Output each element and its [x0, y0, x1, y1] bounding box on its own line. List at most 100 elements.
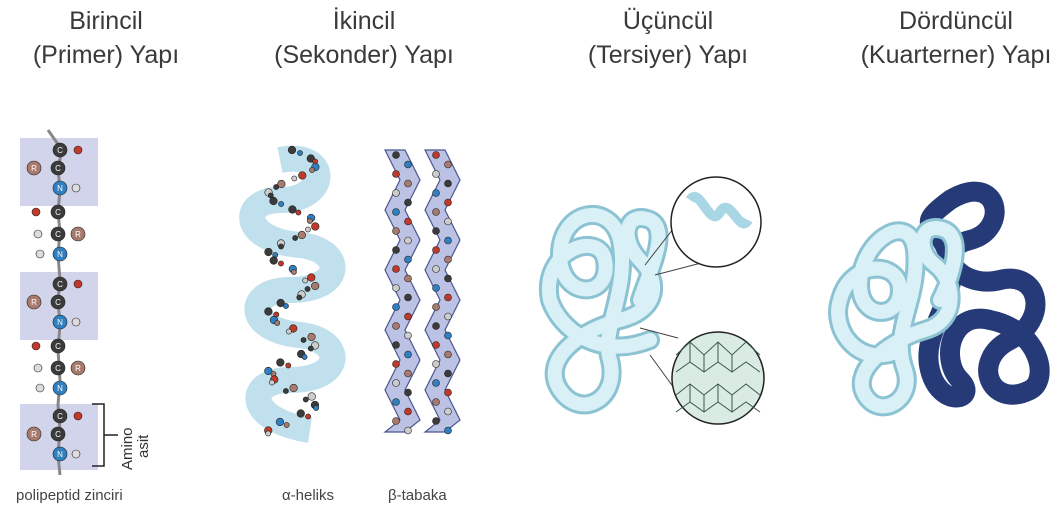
atom-icon — [314, 405, 319, 410]
atom-icon — [278, 261, 283, 266]
atom-icon — [393, 247, 400, 254]
atom-icon — [405, 218, 412, 225]
atom-icon — [298, 172, 306, 180]
atom-label: R — [31, 164, 37, 173]
atom-icon — [393, 361, 400, 368]
atom-icon — [74, 412, 82, 420]
atom-icon — [303, 397, 308, 402]
atom-icon — [433, 304, 440, 311]
atom-icon — [405, 199, 412, 206]
atom-label: C — [55, 342, 61, 351]
atom-label: N — [57, 384, 63, 393]
atom-icon — [405, 427, 412, 434]
atom-label: R — [75, 364, 81, 373]
alpha-helix-caption: α-heliks — [282, 487, 334, 504]
atom-label: C — [55, 430, 61, 439]
atom-icon — [274, 184, 279, 189]
atom-icon — [445, 218, 452, 225]
atom-icon — [445, 180, 452, 187]
atom-icon — [433, 380, 440, 387]
atom-icon — [286, 363, 291, 368]
atom-icon — [288, 146, 296, 154]
atom-icon — [270, 197, 278, 205]
atom-icon — [276, 418, 284, 426]
atom-icon — [302, 354, 307, 359]
atom-label: C — [55, 208, 61, 217]
atom-icon — [445, 161, 452, 168]
atom-label: N — [57, 318, 63, 327]
atom-icon — [308, 346, 313, 351]
atom-icon — [393, 380, 400, 387]
atom-icon — [393, 190, 400, 197]
atom-icon — [433, 209, 440, 216]
atom-icon — [445, 389, 452, 396]
atom-icon — [445, 256, 452, 263]
atom-icon — [393, 152, 400, 159]
atom-label: N — [57, 450, 63, 459]
atom-icon — [297, 295, 302, 300]
atom-icon — [433, 228, 440, 235]
beta-sheet — [385, 150, 460, 434]
atom-label: C — [57, 146, 63, 155]
atom-icon — [445, 199, 452, 206]
atom-icon — [433, 190, 440, 197]
atom-icon — [405, 161, 412, 168]
atom-icon — [445, 408, 452, 415]
atom-icon — [72, 318, 80, 326]
atom-icon — [433, 152, 440, 159]
atom-icon — [405, 370, 412, 377]
atom-icon — [275, 320, 280, 325]
atom-icon — [293, 235, 298, 240]
atom-icon — [405, 237, 412, 244]
atom-label: R — [31, 298, 37, 307]
amino-label-line2: asit — [136, 427, 152, 470]
atom-icon — [393, 304, 400, 311]
atom-label: R — [75, 230, 81, 239]
alpha-helix — [252, 146, 332, 436]
atom-icon — [405, 275, 412, 282]
atom-icon — [36, 250, 44, 258]
atom-icon — [433, 171, 440, 178]
amino-acid-label: Amino asit — [120, 427, 152, 470]
quaternary-complex — [838, 192, 1040, 407]
atom-icon — [72, 450, 80, 458]
atom-icon — [289, 206, 297, 214]
atom-icon — [445, 351, 452, 358]
atom-icon — [393, 266, 400, 273]
atom-icon — [290, 384, 298, 392]
atom-icon — [72, 184, 80, 192]
atom-icon — [32, 342, 40, 350]
atom-icon — [393, 418, 400, 425]
atom-icon — [433, 247, 440, 254]
atom-icon — [445, 427, 452, 434]
atom-icon — [303, 278, 308, 283]
atom-icon — [445, 237, 452, 244]
atom-icon — [393, 171, 400, 178]
atom-icon — [405, 332, 412, 339]
atom-icon — [309, 167, 314, 172]
atom-icon — [277, 359, 285, 367]
atom-icon — [445, 294, 452, 301]
atom-label: C — [55, 164, 61, 173]
atom-label: C — [55, 230, 61, 239]
atom-icon — [298, 231, 306, 239]
atom-label: C — [57, 280, 63, 289]
atom-icon — [311, 223, 319, 231]
atom-icon — [296, 210, 301, 215]
atom-icon — [405, 180, 412, 187]
atom-icon — [266, 431, 271, 436]
atom-icon — [297, 410, 305, 418]
atom-icon — [405, 351, 412, 358]
atom-label: R — [31, 430, 37, 439]
amino-label-line1: Amino — [120, 427, 136, 470]
atom-icon — [393, 209, 400, 216]
atom-icon — [433, 266, 440, 273]
atom-icon — [74, 146, 82, 154]
atom-icon — [307, 274, 315, 282]
atom-icon — [307, 218, 312, 223]
atom-icon — [305, 414, 310, 419]
atom-icon — [445, 313, 452, 320]
atom-icon — [283, 303, 288, 308]
